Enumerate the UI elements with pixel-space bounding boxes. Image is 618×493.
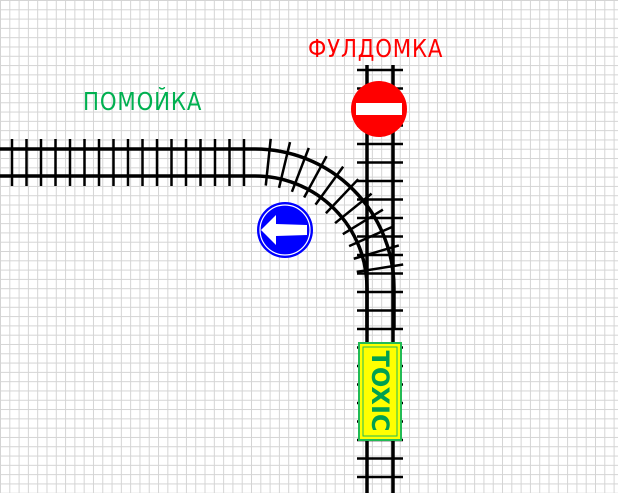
left-arrow-sign [257, 202, 313, 258]
destination-label-top: ФУЛДОМКА [308, 34, 444, 63]
horizontal-track [0, 147, 255, 178]
toxic-wagon: TOXIC [358, 342, 402, 441]
wagon-label: TOXIC [366, 351, 394, 432]
destination-label-left: ПОМОЙКА [83, 87, 203, 116]
no-entry-sign [351, 81, 407, 137]
